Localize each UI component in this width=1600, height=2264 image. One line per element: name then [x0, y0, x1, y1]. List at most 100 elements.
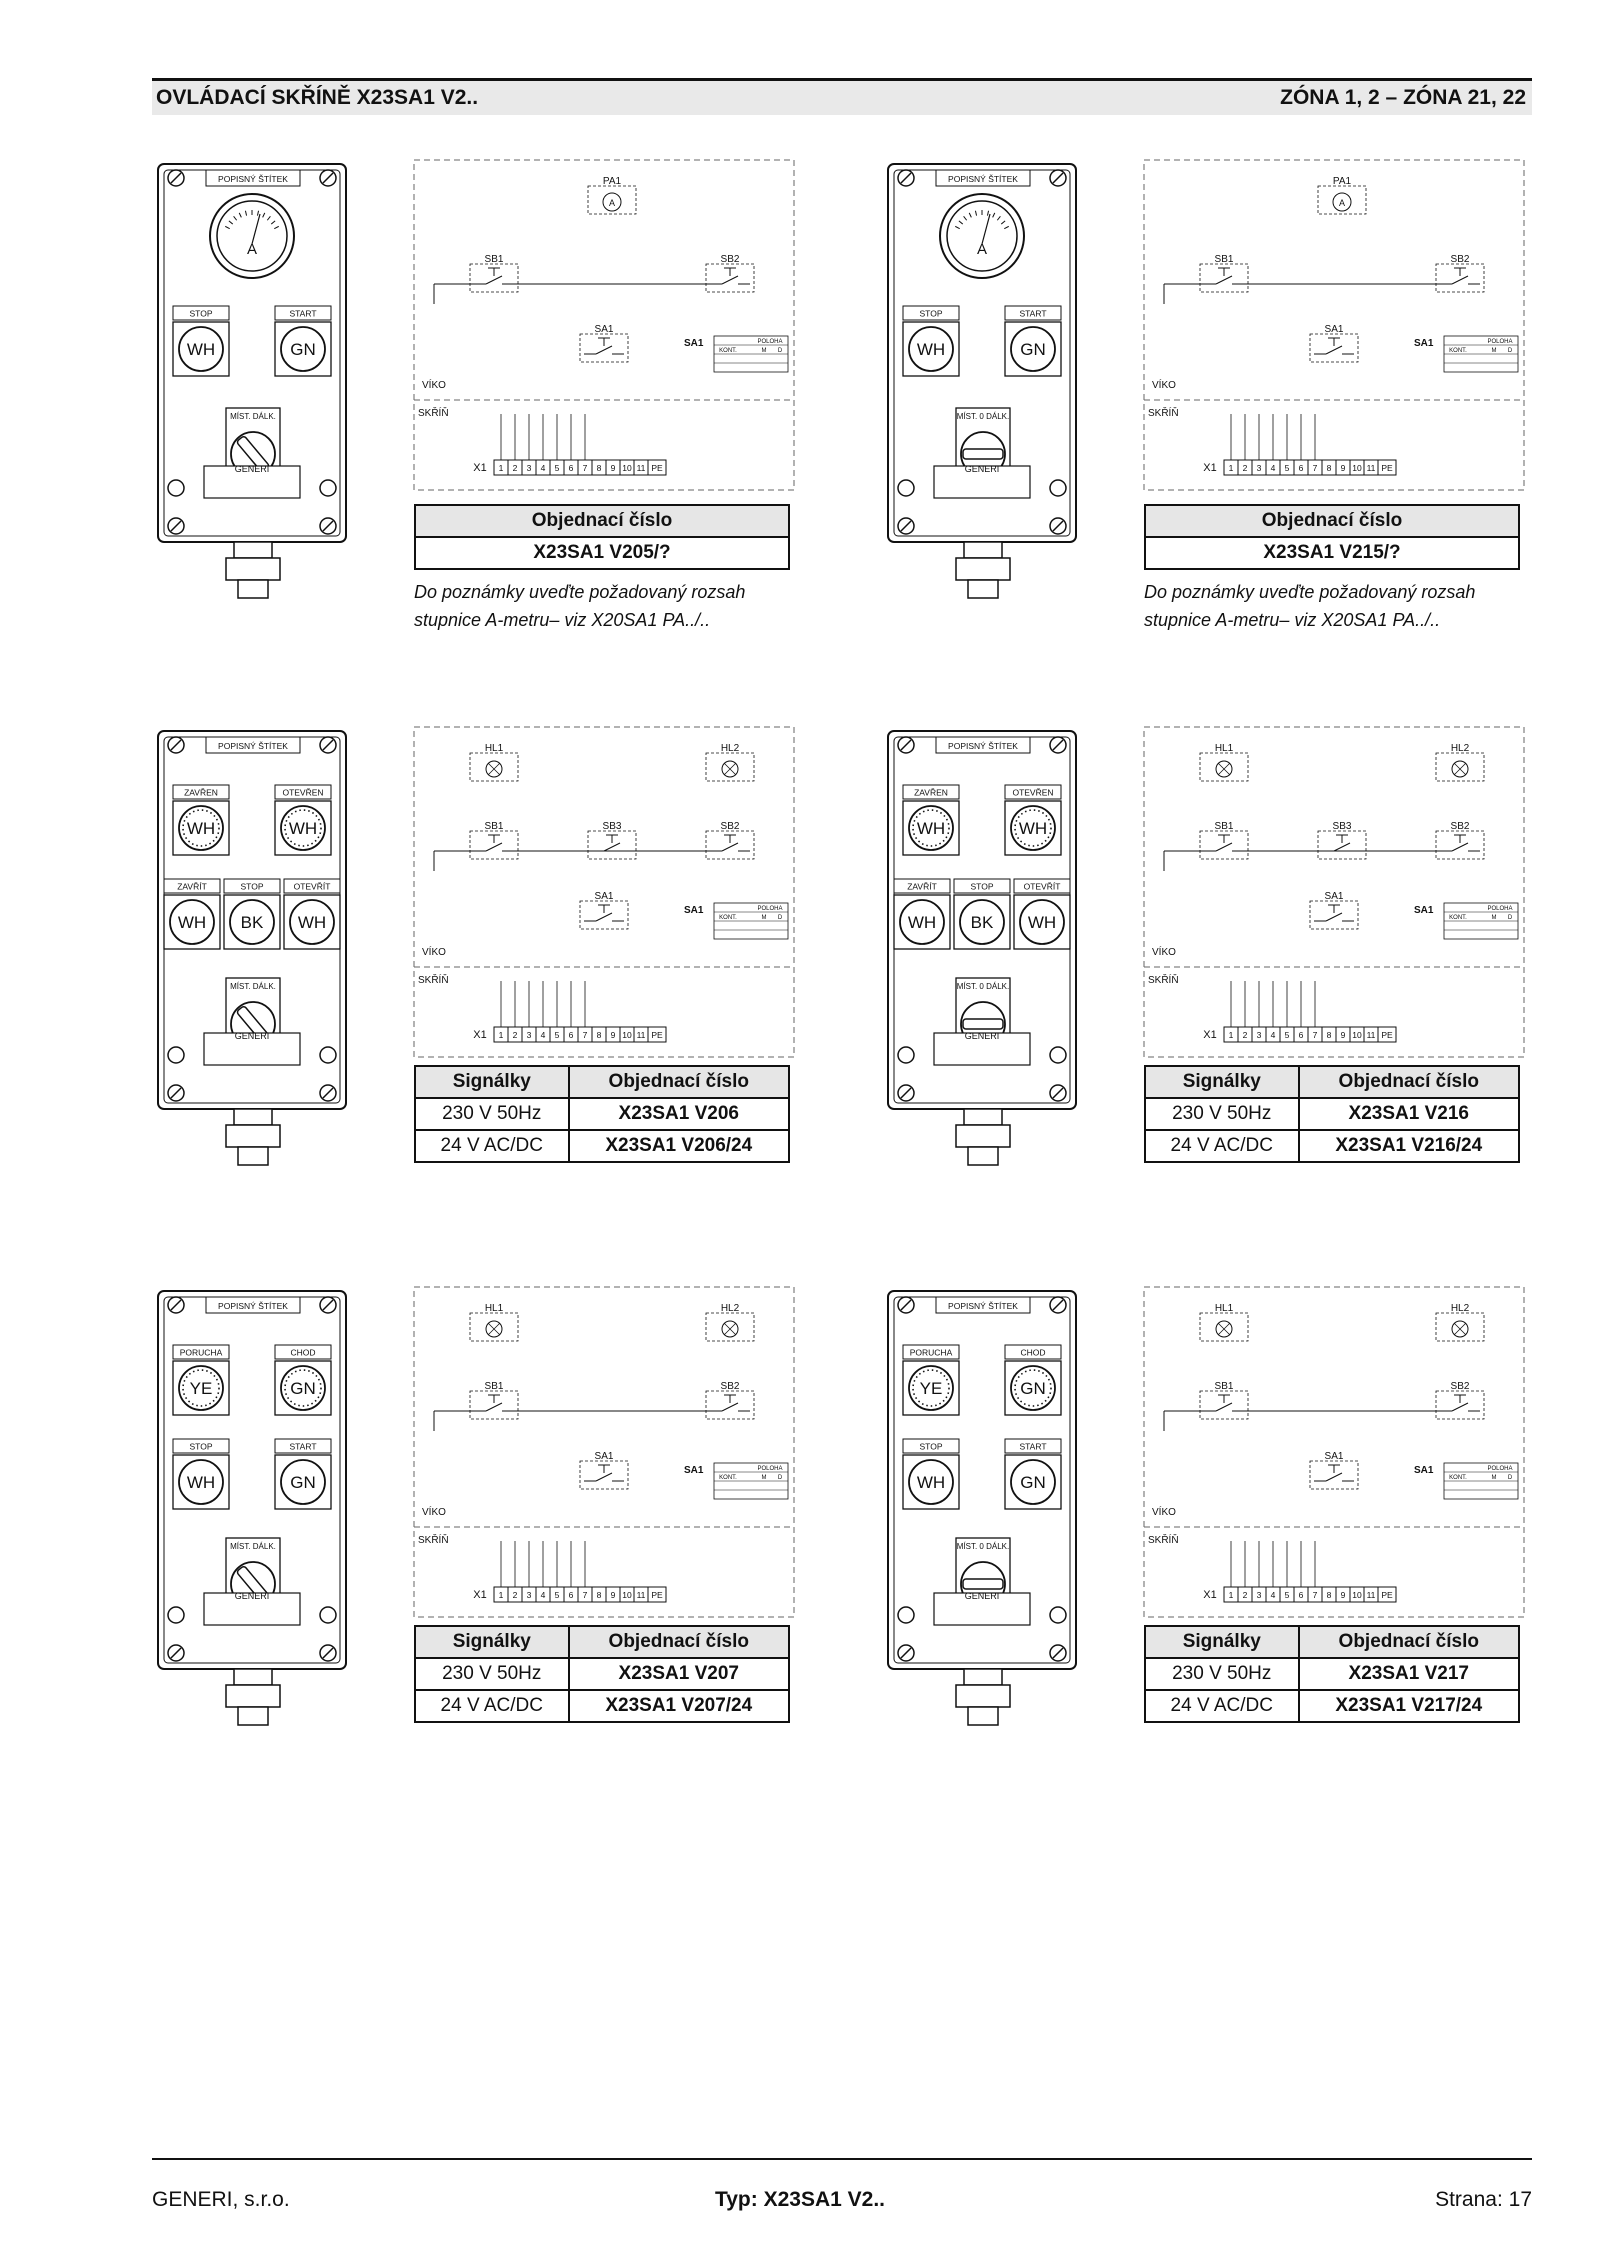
label-plate — [935, 736, 1031, 754]
terminal-number: 4 — [1271, 1030, 1276, 1040]
control-box-front: POPISNÝ ŠTÍTEKZAVŘENWHOTEVŘENWHZAVŘÍTWHS… — [887, 730, 1077, 1166]
legend-label: ZAVŘEN — [184, 788, 218, 798]
meter-symbol-icon — [602, 192, 622, 212]
terminal — [647, 1026, 667, 1043]
color-code: WH — [178, 913, 206, 932]
device-frame — [469, 1312, 519, 1342]
terminal-number: 3 — [527, 1030, 532, 1040]
svg-text:M: M — [1492, 1475, 1497, 1481]
terminal-number: 11 — [1367, 463, 1376, 473]
legend-plate — [274, 784, 332, 800]
svg-text:M: M — [762, 915, 767, 921]
signal-voltage: 24 V AC/DC — [1144, 1129, 1300, 1163]
footer-company: GENERI, s.r.o. — [152, 2188, 290, 2211]
order-table-header: Objednací číslo — [1144, 504, 1520, 538]
signal-voltage: 24 V AC/DC — [414, 1689, 570, 1723]
order-number: X23SA1 V217 — [1297, 1657, 1521, 1691]
terminal-number: 7 — [1313, 1590, 1318, 1600]
control-box-front: POPISNÝ ŠTÍTEKZAVŘENWHOTEVŘENWHZAVŘÍTWHS… — [157, 730, 347, 1166]
legend-plate — [172, 784, 230, 800]
terminal-number: 7 — [583, 1030, 588, 1040]
cable-gland-icon — [233, 541, 273, 559]
terminal-number: 11 — [1367, 1030, 1376, 1040]
brand-plate-text: GENERI — [965, 1031, 1000, 1041]
cabinet-label: SKŘÍŇ — [1148, 1533, 1179, 1546]
terminal-number: 1 — [1229, 1590, 1234, 1600]
order-table-header: Objednací číslo — [567, 1065, 791, 1099]
device-frame — [579, 900, 629, 930]
legend-label: OTEVŘEN — [282, 788, 323, 798]
brand-plate — [203, 465, 301, 499]
terminal-number: 10 — [1352, 1030, 1362, 1040]
color-code: GN — [1020, 1473, 1046, 1492]
cable-gland-icon — [963, 1108, 1003, 1126]
legend-label: STOP — [241, 882, 264, 892]
terminal-number: 11 — [637, 1030, 646, 1040]
color-code: GN — [290, 1473, 316, 1492]
order-table-header: Objednací číslo — [414, 504, 790, 538]
color-code: YE — [190, 1379, 213, 1398]
legend-plate — [1004, 1344, 1062, 1360]
signal-lamp-icon — [1010, 805, 1056, 851]
legend-label: STOP — [971, 882, 994, 892]
terminal-number: 7 — [583, 463, 588, 473]
switch-table-header: POLOHA — [757, 1466, 782, 1472]
order-table-header: Signálky — [414, 1065, 570, 1099]
screw-icon — [319, 1606, 337, 1624]
label-plate-text: POPISNÝ ŠTÍTEK — [948, 741, 1018, 751]
device-label: SB1 — [485, 1381, 504, 1392]
meter-symbol: A — [1339, 198, 1345, 208]
order-number: X23SA1 V207/24 — [567, 1689, 791, 1723]
unit-drawing: POPISNÝ ŠTÍTEKZAVŘENWHOTEVŘENWHZAVŘÍTWHS… — [887, 726, 1525, 1166]
control-box-front: POPISNÝ ŠTÍTEKPORUCHAYECHODGNSTOPWHSTART… — [157, 1290, 347, 1726]
lid-label: VÍKO — [422, 378, 446, 391]
device-frame — [579, 333, 629, 363]
legend-label: ZAVŘÍT — [907, 882, 937, 892]
device-label: SB2 — [1451, 254, 1470, 265]
signal-voltage: 230 V 50Hz — [1144, 1097, 1300, 1131]
label-plate — [935, 1296, 1031, 1314]
order-number: X23SA1 V205/? — [414, 536, 790, 570]
meter-symbol: A — [609, 198, 615, 208]
terminal-number: 3 — [527, 1590, 532, 1600]
lid-label: VÍKO — [1152, 945, 1176, 958]
order-number: X23SA1 V215/? — [1144, 536, 1520, 570]
cabinet-label: SKŘÍŇ — [418, 406, 449, 419]
device-frame — [469, 752, 519, 782]
order-table-header: Signálky — [414, 1625, 570, 1659]
order-number: X23SA1 V216 — [1297, 1097, 1521, 1131]
color-code: WH — [1028, 913, 1056, 932]
device-frame — [705, 1390, 755, 1420]
cabinet-label: SKŘÍŇ — [1148, 406, 1179, 419]
legend-plate — [902, 1438, 960, 1454]
terminal-number: 8 — [597, 1590, 602, 1600]
terminal — [1377, 459, 1397, 476]
cabinet-label: SKŘÍŇ — [418, 1533, 449, 1546]
terminal-number: 3 — [1257, 1030, 1262, 1040]
selector-positions: MÍST. DÁLK. — [230, 1542, 276, 1551]
device-label: SB1 — [1215, 1381, 1234, 1392]
device-frame — [1309, 333, 1359, 363]
device-frame — [1317, 830, 1367, 860]
unit-drawing: POPISNÝ ŠTÍTEKZAVŘENWHOTEVŘENWHZAVŘÍTWHS… — [157, 726, 795, 1166]
switch-table-kont: KONT. — [719, 348, 737, 354]
color-code: WH — [917, 1473, 945, 1492]
device-label: HL1 — [485, 743, 504, 754]
screw-icon — [167, 479, 185, 497]
color-code: BK — [971, 913, 994, 932]
svg-text:D: D — [778, 915, 783, 921]
switch-table-header: POLOHA — [1487, 906, 1512, 912]
device-label: PA1 — [603, 176, 622, 187]
device-label: PA1 — [1333, 176, 1352, 187]
push-button-icon — [178, 1459, 224, 1505]
device-frame — [579, 1460, 629, 1490]
device-label: HL1 — [1215, 743, 1234, 754]
terminal — [647, 459, 667, 476]
legend-plate — [1004, 1438, 1062, 1454]
device-frame — [705, 1312, 755, 1342]
